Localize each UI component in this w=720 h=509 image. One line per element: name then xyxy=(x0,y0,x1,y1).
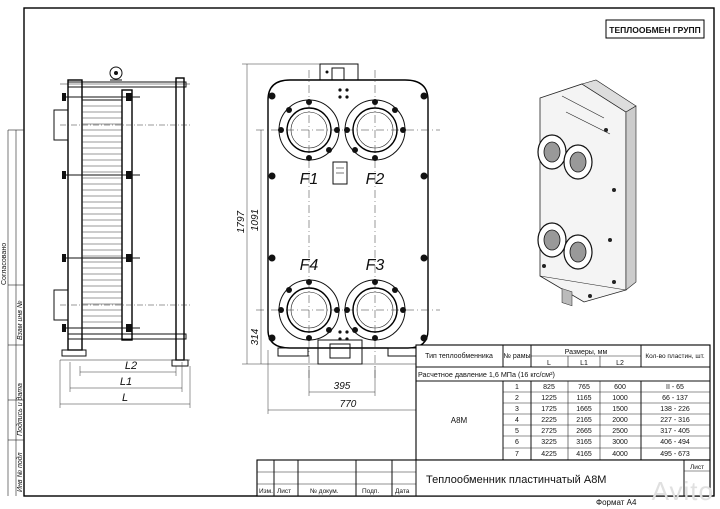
svg-text:765: 765 xyxy=(578,384,590,391)
svg-text:7: 7 xyxy=(515,451,519,458)
dim-l: L xyxy=(122,392,128,404)
th-type: Тип теплообменника xyxy=(425,352,493,360)
tb-izm: Изм. xyxy=(259,488,273,495)
svg-text:2165: 2165 xyxy=(576,417,592,424)
svg-text:4225: 4225 xyxy=(541,451,557,458)
stamp-replace-inv: Взам инв № xyxy=(17,300,24,340)
side-view xyxy=(53,66,192,367)
brand-logo: ТЕПЛООБМЕН ГРУПП xyxy=(605,19,705,39)
dim-l1: L1 xyxy=(120,376,132,388)
table-row: 6 3225 3165 3000 406 - 494 xyxy=(515,439,690,446)
table-row: 7 4225 4165 4000 495 - 673 xyxy=(515,451,690,458)
svg-text:ТЕПЛООБМЕН ГРУПП: ТЕПЛООБМЕН ГРУПП xyxy=(609,25,700,35)
svg-text:1000: 1000 xyxy=(612,395,628,402)
svg-text:3165: 3165 xyxy=(576,439,592,446)
svg-text:2725: 2725 xyxy=(541,428,557,435)
spec-table-grid xyxy=(415,344,711,461)
svg-text:1: 1 xyxy=(515,384,519,391)
svg-text:825: 825 xyxy=(543,384,555,391)
svg-text:2000: 2000 xyxy=(612,417,628,424)
svg-text:3: 3 xyxy=(515,406,519,413)
svg-text:495 - 673: 495 - 673 xyxy=(660,451,690,458)
svg-text:2225: 2225 xyxy=(541,417,557,424)
table-row: 1 825 765 600 II - 65 xyxy=(515,384,684,391)
svg-text:317 - 405: 317 - 405 xyxy=(660,428,690,435)
table-rows: 1 825 765 600 II - 65 2 1225 1165 1000 6… xyxy=(515,384,690,458)
port-f2-label: F2 xyxy=(366,171,385,188)
stamp-inv-orig: Инв № подл xyxy=(16,452,24,492)
svg-text:2665: 2665 xyxy=(576,428,592,435)
svg-text:1500: 1500 xyxy=(612,406,628,413)
tb-list: Лист xyxy=(277,488,291,495)
th-l: L xyxy=(547,360,551,367)
table-row: 4 2225 2165 2000 227 - 316 xyxy=(515,417,690,424)
tb-sheet: Лист xyxy=(690,464,704,471)
svg-text:3000: 3000 xyxy=(612,439,628,446)
drawing-title: Теплообменник пластинчатый A8M xyxy=(426,474,606,486)
svg-text:1665: 1665 xyxy=(576,406,592,413)
svg-text:406 - 494: 406 - 494 xyxy=(660,439,690,446)
model-cell: A8M xyxy=(451,416,468,425)
dim-height-bottom: 314 xyxy=(250,328,261,345)
front-view xyxy=(256,63,440,380)
tb-date: Дата xyxy=(395,488,410,495)
svg-text:4165: 4165 xyxy=(576,451,592,458)
dim-width-ports: 395 xyxy=(334,381,351,392)
svg-text:4000: 4000 xyxy=(612,451,628,458)
stamp-agreed: Согласовано xyxy=(1,243,8,285)
port-f3-label: F3 xyxy=(366,257,385,274)
pressure-row: Расчетное давление 1,6 МПа (16 кгс/см²) xyxy=(418,370,555,379)
tb-doc: № докум. xyxy=(310,488,339,495)
th-plates: Кол-во пластин, шт. xyxy=(645,353,704,360)
isometric-view xyxy=(537,79,637,307)
paper-format: Формат A4 xyxy=(596,498,637,507)
dim-l2: L2 xyxy=(125,360,137,372)
svg-text:600: 600 xyxy=(614,384,626,391)
th-sizes: Размеры, мм xyxy=(565,349,608,356)
th-l1: L1 xyxy=(580,360,588,367)
port-f1-label: F1 xyxy=(300,171,319,188)
svg-text:3225: 3225 xyxy=(541,439,557,446)
port-f4-label: F4 xyxy=(300,257,319,274)
front-dimensions xyxy=(242,63,429,414)
svg-text:1725: 1725 xyxy=(541,406,557,413)
svg-text:II - 65: II - 65 xyxy=(666,384,684,391)
svg-text:2: 2 xyxy=(515,395,519,402)
th-frame: № рамы xyxy=(503,353,530,360)
svg-text:138 - 226: 138 - 226 xyxy=(660,406,690,413)
svg-text:2500: 2500 xyxy=(612,428,628,435)
svg-text:6: 6 xyxy=(515,439,519,446)
svg-text:227 - 316: 227 - 316 xyxy=(660,417,690,424)
dim-height-total: 1797 xyxy=(236,210,247,233)
dim-width-total: 770 xyxy=(340,399,357,410)
table-row: 3 1725 1665 1500 138 - 226 xyxy=(515,406,690,413)
table-row: 2 1225 1165 1000 66 - 137 xyxy=(515,395,688,402)
table-row: 5 2725 2665 2500 317 - 405 xyxy=(515,428,690,435)
dim-height-port: 1091 xyxy=(250,209,261,231)
stamp-sign-date: Подпись и дата xyxy=(16,383,24,436)
svg-text:5: 5 xyxy=(515,428,519,435)
svg-text:1225: 1225 xyxy=(541,395,557,402)
tb-sign: Подп. xyxy=(362,488,379,495)
svg-text:66 - 137: 66 - 137 xyxy=(662,395,688,402)
svg-text:4: 4 xyxy=(515,417,519,424)
side-dimensions xyxy=(59,360,191,408)
watermark-text: Avito xyxy=(651,476,714,506)
th-l2: L2 xyxy=(616,360,624,367)
svg-text:1165: 1165 xyxy=(576,395,591,402)
title-block-grid xyxy=(256,459,711,497)
